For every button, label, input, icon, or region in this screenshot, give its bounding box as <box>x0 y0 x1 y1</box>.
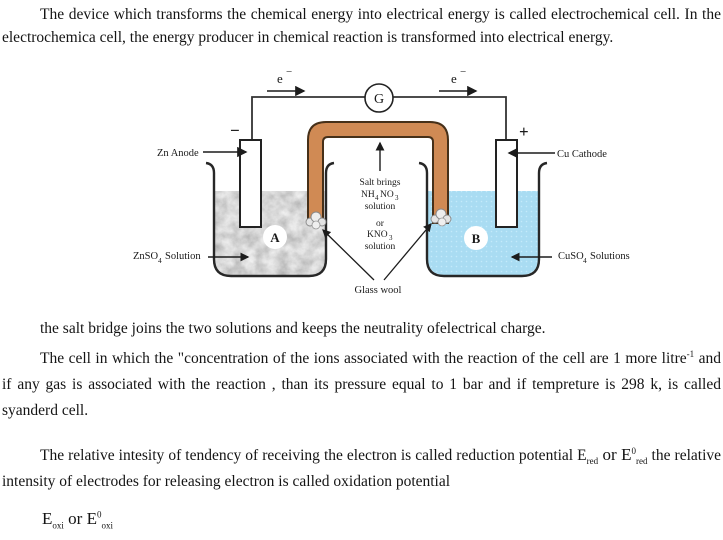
glass-wool-left <box>305 211 327 230</box>
beaker-b-label: B <box>472 231 481 246</box>
zn-anode-label: Zn Anode <box>157 148 199 159</box>
oxidation-or: or E <box>63 509 97 528</box>
salt-bridge <box>307 121 449 224</box>
cu-electrode <box>495 139 518 228</box>
cuso4-label: CuSO 4 Solutions <box>558 251 630 265</box>
galvanometer-label: G <box>374 92 384 107</box>
standard-cell-text-1: The cell in which the "concentration of … <box>40 350 687 367</box>
svg-text:NO: NO <box>380 190 394 200</box>
svg-text:ZnSO: ZnSO <box>133 251 159 262</box>
e0-superscript: 0 <box>631 445 637 456</box>
intro-paragraph: The device which transforms the chemical… <box>2 6 721 46</box>
e0-red-subscript: red <box>636 456 648 467</box>
svg-text:or: or <box>376 219 385 229</box>
standard-cell-text-2: and if any gas is associated with the re… <box>2 350 721 419</box>
glass-wool-right <box>430 208 452 227</box>
electron-left-charge: − <box>286 66 292 78</box>
electron-right: e <box>451 71 457 86</box>
znso4-label: ZnSO 4 Solution <box>133 251 201 265</box>
reduction-text-1: The relative intesity of tendency of rec… <box>40 447 587 464</box>
salt-bridge-text: Salt brings NH 4 NO 3 solution or KNO 3 … <box>360 178 401 252</box>
svg-text:Solutions: Solutions <box>590 251 630 262</box>
oxidation-potential-terms: Eoxi or E0oxi <box>42 506 442 532</box>
svg-text:4: 4 <box>583 256 587 265</box>
litre-exponent: -1 <box>686 348 695 359</box>
svg-text:3: 3 <box>389 234 393 242</box>
e-oxi-subscript: oxi <box>52 520 64 531</box>
glass-wool-arrow-right <box>383 223 432 281</box>
svg-text:4: 4 <box>375 194 379 202</box>
e0-oxi-subscript: oxi <box>101 520 113 531</box>
beaker-a-outline <box>205 161 335 278</box>
electron-left: e <box>277 71 283 86</box>
svg-text:NH: NH <box>361 190 375 200</box>
reduction-text-2: or E <box>598 445 632 464</box>
glass-wool-label: Glass wool <box>355 285 402 296</box>
standard-cell-paragraph: The cell in which the "concentration of … <box>2 346 721 424</box>
galvanometer <box>364 83 394 113</box>
svg-text:CuSO: CuSO <box>558 251 584 262</box>
plus-terminal: + <box>519 122 529 141</box>
svg-text:solution: solution <box>365 242 396 252</box>
svg-text:4: 4 <box>158 256 162 265</box>
beaker-b-outline <box>418 161 548 278</box>
svg-text:3: 3 <box>395 194 399 202</box>
minus-terminal: − <box>230 121 240 140</box>
beaker-a-badge <box>263 225 287 249</box>
svg-text:KNO: KNO <box>367 230 388 240</box>
svg-text:Salt brings: Salt brings <box>360 178 401 188</box>
electrochemical-cell-diagram: A B G e − e − − + Zn Anode Cu Cathode Zn… <box>133 66 630 296</box>
electron-right-charge: − <box>460 66 466 78</box>
svg-text:solution: solution <box>365 202 396 212</box>
svg-text:Solution: Solution <box>165 251 201 262</box>
beaker-b-badge <box>464 226 488 250</box>
reduction-text-3: the relative intensity of electrodes for… <box>2 447 722 490</box>
glass-wool-arrow-left <box>322 229 375 281</box>
salt-bridge-note: the salt bridge joins the two solutions … <box>40 320 546 337</box>
cu-cathode-label: Cu Cathode <box>557 149 607 160</box>
e0-oxi-superscript: 0 <box>96 509 102 520</box>
reduction-potential-paragraph: The relative intesity of tendency of rec… <box>2 442 721 495</box>
beaker-a-label: A <box>270 230 280 245</box>
zn-electrode <box>239 139 262 228</box>
e-red-subscript: red <box>586 456 599 467</box>
e-oxi-term: E <box>42 509 53 528</box>
